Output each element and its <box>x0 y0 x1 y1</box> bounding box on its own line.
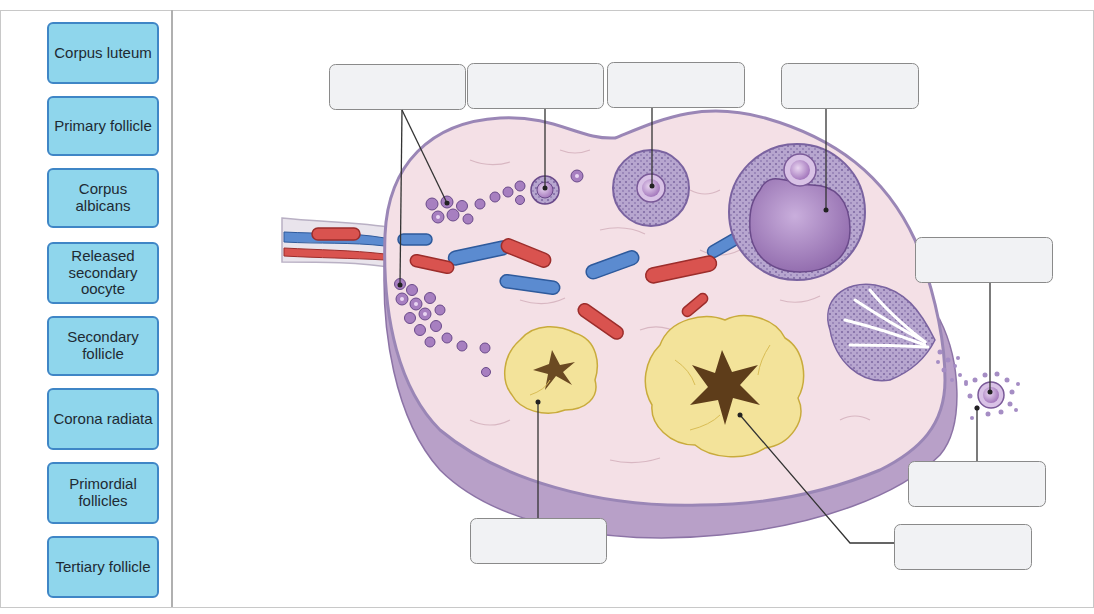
label-option-box: Corona radiata <box>47 388 159 450</box>
label-option-box: Secondary follicle <box>47 316 159 376</box>
label-option-box: Released secondary oocyte <box>47 242 159 304</box>
option-label: Primary follicle <box>54 118 152 135</box>
label-option-box: Primary follicle <box>47 96 159 156</box>
option-label: Primordial follicles <box>53 476 153 510</box>
option-label: Corona radiata <box>53 411 152 428</box>
option-label: Corpus albicans <box>53 181 153 215</box>
option-label: Released secondary oocyte <box>53 248 153 298</box>
option-label: Corpus luteum <box>54 45 152 62</box>
label-option-box: Corpus albicans <box>47 168 159 228</box>
label-option-box: Primordial follicles <box>47 462 159 524</box>
label-option-box: Tertiary follicle <box>47 536 159 598</box>
option-label: Secondary follicle <box>53 329 153 363</box>
option-label: Tertiary follicle <box>55 559 150 576</box>
label-option-box: Corpus luteum <box>47 22 159 84</box>
